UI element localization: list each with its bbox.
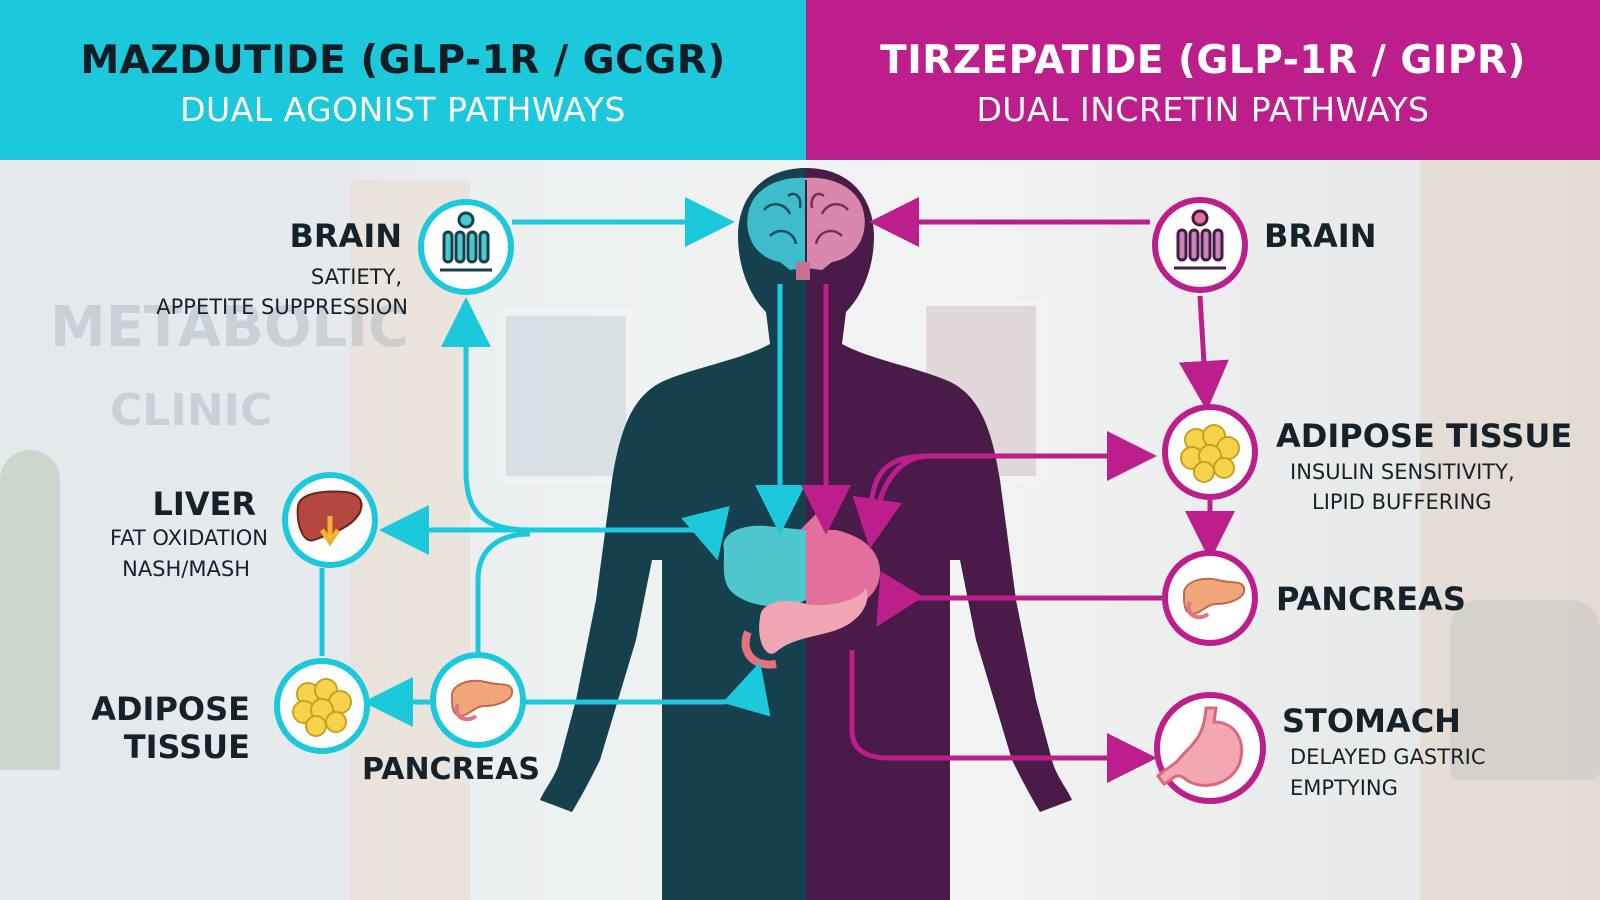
adipose-icon [292,678,352,737]
tirzepatide-subtitle: DUAL INCRETIN PATHWAYS [976,90,1430,129]
left-brain-desc1: SATIETY, [310,265,402,289]
right-adipose-desc2: LIPID BUFFERING [1312,490,1492,514]
right-brain-title: BRAIN [1264,217,1377,255]
left-pancreas-node [430,652,526,748]
left-pancreas-title: PANCREAS [362,752,540,787]
tirzepatide-pathways [801,197,1235,783]
right-adipose-desc1: INSULIN SENSITIVITY, [1290,460,1515,484]
mazdutide-pathways [319,197,805,727]
left-brain-desc2: APPETITE SUPPRESSION [156,295,408,319]
pancreas-icon [450,679,514,722]
left-adipose-node [274,658,370,754]
brain-icon [747,177,865,280]
background-window [500,310,632,482]
tirzepatide-title: TIRZEPATIDE (GLP-1R / GIPR) [880,38,1526,83]
right-brain-node [1152,197,1248,293]
clinic-sign-line1: METABOLIC [50,295,410,360]
mazdutide-title: MAZDUTIDE (GLP-1R / GCGR) [80,38,726,83]
clinic-sign-line2: CLINIC [110,385,273,436]
liver-icon [296,490,363,547]
header-tirzepatide: TIRZEPATIDE (GLP-1R / GIPR) DUAL INCRETI… [806,0,1600,160]
left-liver-desc1: FAT OXIDATION [110,526,268,550]
right-stomach-desc1: DELAYED GASTRIC [1290,745,1486,769]
background-chair [1450,600,1600,780]
stomach-icon [1156,706,1244,787]
receptor-icon [440,211,492,272]
right-stomach-desc2: EMPTYING [1290,776,1398,800]
right-stomach-node [1154,692,1266,804]
left-liver-node [282,472,378,568]
receptor-icon [1174,209,1226,270]
right-pancreas-node [1162,550,1258,646]
left-liver-title: LIVER [152,485,256,523]
pancreas-icon [1182,577,1246,620]
right-adipose-title: ADIPOSE TISSUE [1276,417,1573,455]
header-mazdutide: MAZDUTIDE (GLP-1R / GCGR) DUAL AGONIST P… [0,0,806,160]
right-stomach-title: STOMACH [1282,702,1461,740]
left-adipose-title2: TISSUE [123,728,250,766]
left-liver-desc2: NASH/MASH [122,557,250,581]
adipose-icon [1180,424,1240,483]
right-pancreas-title: PANCREAS [1276,580,1466,618]
mazdutide-subtitle: DUAL AGONIST PATHWAYS [180,90,626,129]
background-plant [0,450,60,770]
left-brain-title: BRAIN [289,217,402,255]
left-brain-node [418,199,514,295]
left-adipose-title1: ADIPOSE [91,690,250,728]
right-adipose-node [1162,404,1258,500]
